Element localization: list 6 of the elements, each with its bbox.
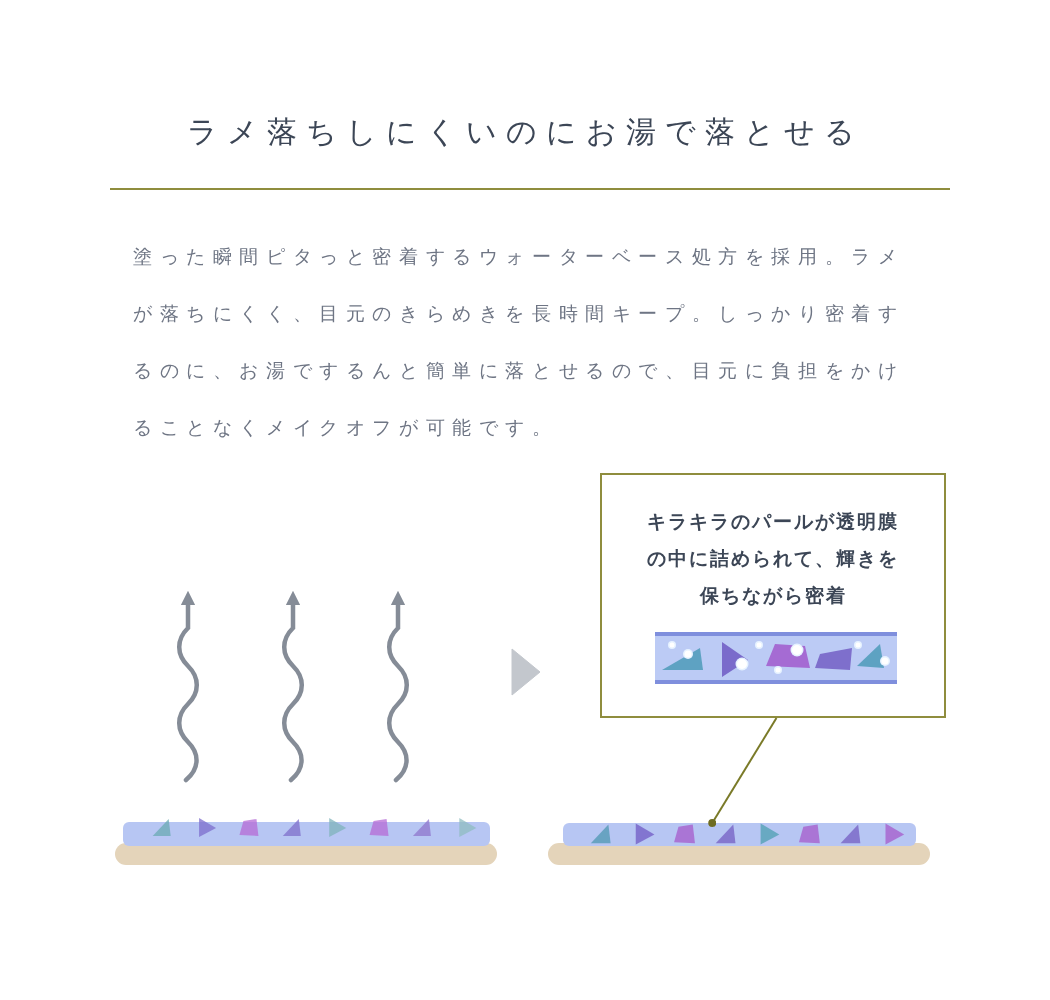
leader-line	[708, 717, 778, 827]
body-text: 塗った瞬間ピタっと密着するウォーターベース処方を採用。ラメが落ちにくく、目元のきらめきを長時間キープ。しっかり密着するのに、お湯でするんと簡単に落とせるので、目元に負担をかけることなくメイクオフが可能です。	[133, 244, 906, 440]
callout-text: キラキラのパールが透明膜の中に詰められて、輝きを保ちながら密着	[646, 509, 900, 608]
title: ラメ落ちしにくいのにお湯で落とせる	[185, 113, 865, 151]
callout-box	[600, 473, 946, 718]
chevron-arrow	[511, 648, 541, 696]
